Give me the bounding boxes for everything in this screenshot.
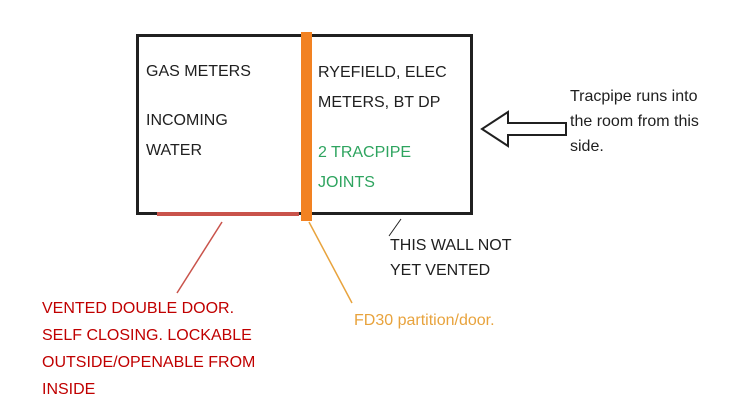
- label-incoming-water-line1: INCOMING: [146, 112, 228, 129]
- label-tracpipe-joints-line1: 2 TRACPIPE: [318, 144, 412, 161]
- note-vented-double-door-line1: VENTED DOUBLE DOOR.: [42, 300, 235, 317]
- label-gas-meters: GAS METERS: [146, 63, 251, 80]
- note-tracpipe-entry-line1: Tracpipe runs into: [570, 88, 698, 105]
- note-vented-double-door-line4: INSIDE: [42, 381, 96, 398]
- label-tracpipe-joints: 2 TRACPIPE JOINTS: [318, 138, 411, 198]
- note-wall-not-vented-line2: YET VENTED: [390, 262, 491, 279]
- label-tracpipe-joints-line2: JOINTS: [318, 174, 375, 191]
- label-incoming-water-line2: WATER: [146, 142, 202, 159]
- left-arrow-icon: [480, 110, 567, 148]
- note-fd30-partition: FD30 partition/door.: [354, 312, 495, 329]
- label-incoming-water: INCOMING WATER: [146, 106, 228, 166]
- note-vented-double-door-line3: OUTSIDE/OPENABLE FROM: [42, 354, 256, 371]
- note-vented-double-door-line2: SELF CLOSING. LOCKABLE: [42, 327, 252, 344]
- note-wall-not-vented: THIS WALL NOT YET VENTED: [390, 233, 512, 283]
- note-tracpipe-entry: Tracpipe runs into the room from this si…: [570, 84, 699, 159]
- note-tracpipe-entry-line2: the room from this: [570, 113, 699, 130]
- label-ryefield-elec-meters: RYEFIELD, ELEC METERS, BT DP: [318, 58, 447, 118]
- note-tracpipe-entry-line3: side.: [570, 138, 604, 155]
- label-ryefield-line2: METERS, BT DP: [318, 94, 441, 111]
- note-wall-not-vented-line1: THIS WALL NOT: [390, 237, 512, 254]
- door-leader-line: [176, 221, 223, 294]
- fd30-partition-bar: [301, 32, 312, 221]
- note-vented-double-door: VENTED DOUBLE DOOR. SELF CLOSING. LOCKAB…: [42, 295, 255, 403]
- partition-leader-line: [308, 221, 353, 304]
- label-ryefield-line1: RYEFIELD, ELEC: [318, 64, 447, 81]
